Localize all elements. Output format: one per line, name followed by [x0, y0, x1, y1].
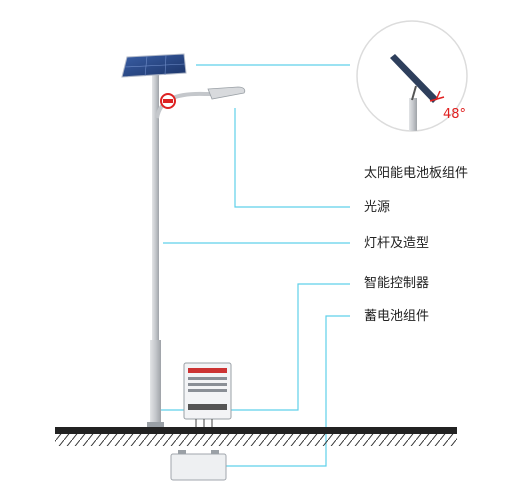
ground — [55, 427, 457, 446]
label-pole: 灯杆及造型 — [364, 236, 430, 251]
label-controller: 智能控制器 — [364, 276, 430, 291]
label-solar-panel: 太阳能电池板组件 — [364, 166, 469, 181]
label-light-source: 光源 — [364, 200, 391, 215]
tilt-detail-circle — [356, 20, 468, 132]
tilted-panel-icon — [390, 54, 438, 103]
label-battery: 蓄电池组件 — [364, 309, 430, 324]
solar-panel — [121, 53, 187, 78]
lamp-head — [207, 86, 246, 100]
smart-controller — [183, 362, 232, 428]
leader-light-source — [234, 108, 350, 208]
brand-badge — [160, 93, 176, 109]
battery-pack — [170, 450, 227, 481]
leader-battery — [206, 315, 350, 467]
tilt-angle-label: 48° — [443, 107, 467, 122]
